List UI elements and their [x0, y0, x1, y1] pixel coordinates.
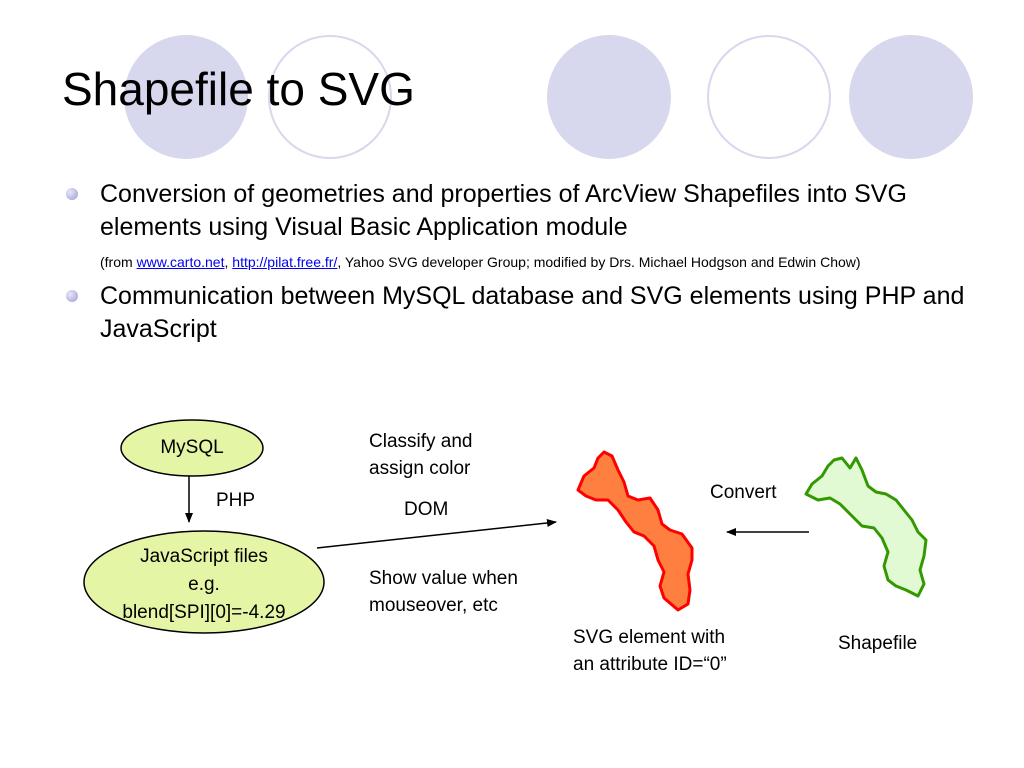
- source-note-prefix: (from: [100, 254, 137, 270]
- javascript-label-line-3: blend[SPI][0]=-4.29: [122, 602, 286, 623]
- classify-label-line-1: Classify and: [369, 431, 473, 452]
- svg-element-label-line-2: an attribute ID=“0”: [573, 654, 727, 675]
- bullet-text: Conversion of geometries and properties …: [100, 180, 907, 241]
- mysql-label: MySQL: [160, 437, 224, 458]
- slide-title: Shapefile to SVG: [62, 63, 415, 115]
- bullet-list: Conversion of geometries and properties …: [62, 178, 982, 346]
- pilat-link[interactable]: http://pilat.free.fr/: [232, 254, 338, 270]
- svg-element-label-line-1: SVG element with: [573, 627, 726, 648]
- bullet-item: Communication between MySQL database and…: [62, 280, 982, 346]
- decorative-circle: [849, 35, 973, 159]
- svg-element-shape: [576, 450, 694, 612]
- dom-arrow: [316, 518, 557, 549]
- decorative-circle: [124, 35, 248, 159]
- show-value-label-line-1: Show value when: [369, 568, 518, 589]
- shapefile-shape: [804, 456, 928, 598]
- javascript-label-line-1: JavaScript files: [140, 546, 268, 567]
- source-note: (from www.carto.net, http://pilat.free.f…: [100, 252, 982, 272]
- bullet-text: Communication between MySQL database and…: [100, 282, 965, 343]
- dom-label: DOM: [404, 499, 449, 520]
- php-label: PHP: [216, 490, 256, 511]
- decorative-circle: [547, 35, 671, 159]
- bullet-item: Conversion of geometries and properties …: [62, 178, 982, 244]
- convert-label: Convert: [710, 482, 777, 503]
- classify-label-line-2: assign color: [369, 458, 471, 479]
- javascript-node: [83, 530, 325, 634]
- decorative-ring: [707, 35, 831, 159]
- bullet-marker-icon: [66, 188, 78, 200]
- carto-link[interactable]: www.carto.net: [136, 254, 225, 270]
- shapefile-label: Shapefile: [838, 633, 918, 654]
- javascript-label-line-2: e.g.: [188, 574, 220, 595]
- source-note-suffix: , Yahoo SVG developer Group; modified by…: [337, 254, 861, 270]
- mysql-node: [120, 419, 264, 477]
- decorative-ring: [268, 35, 392, 159]
- show-value-label-line-2: mouseover, etc: [369, 595, 498, 616]
- bullet-marker-icon: [66, 290, 78, 302]
- source-note-separator: ,: [224, 254, 233, 270]
